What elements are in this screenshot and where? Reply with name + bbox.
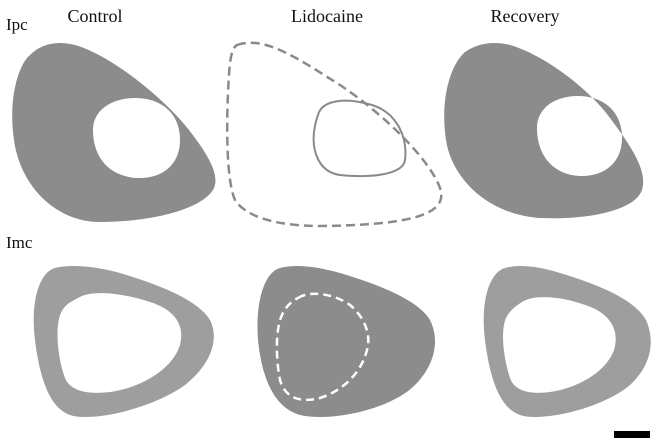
scale-bar — [614, 431, 650, 438]
ipc-control-area — [12, 43, 215, 222]
column-label-lidocaine: Lidocaine — [291, 6, 363, 26]
ipc-lidocaine-inner-outline — [314, 101, 406, 176]
imc-control-area — [34, 266, 214, 417]
ipc-lidocaine-outer-dashed — [227, 43, 441, 226]
column-label-recovery: Recovery — [491, 6, 560, 26]
imc-lidocaine-area — [257, 266, 435, 417]
row-label-imc: Imc — [6, 233, 33, 252]
ipc-recovery-area — [444, 43, 643, 218]
imc-recovery-area — [484, 266, 651, 417]
column-label-control: Control — [67, 6, 122, 26]
row-label-ipc: Ipc — [6, 15, 28, 34]
